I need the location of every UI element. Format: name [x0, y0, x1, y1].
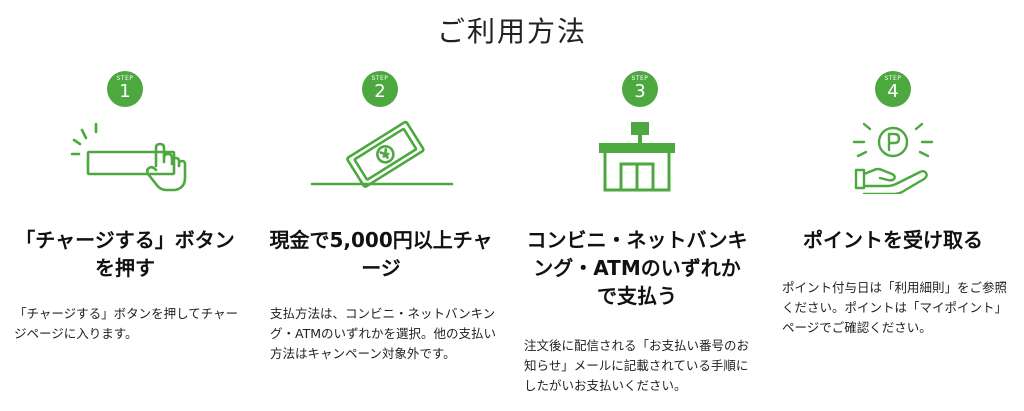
step-3-badge: STEP 3	[622, 71, 658, 107]
step-2-badge-label: STEP	[371, 75, 389, 82]
step-2-description: 支払方法は、コンビニ・ネットバンキング・ATMのいずれかを選択。他の支払い方法は…	[270, 306, 497, 361]
convenience-store-icon	[512, 118, 762, 194]
usage-steps: STEP 1 「チャージする」ボタンを押す 「チャージする」ボタンを押してチャー…	[0, 68, 1024, 411]
page-title: ご利用方法	[436, 15, 587, 48]
cash-payment-icon	[256, 118, 506, 194]
step-3-badge-label: STEP	[631, 75, 649, 82]
step-1-badge-number: 1	[119, 81, 131, 102]
step-3-badge-number: 3	[634, 81, 646, 102]
step-3-description: 注文後に配信される「お支払い番号のお知らせ」メールに記載されている手順にしたがい…	[524, 338, 750, 393]
step-4-title: ポイントを受け取る	[803, 228, 983, 252]
step-2-title: 現金で5,000円以上チャージ	[269, 228, 493, 280]
step-1-badge: STEP 1	[107, 71, 143, 107]
step-2-badge-number: 2	[374, 81, 386, 102]
step-3-title: コンビニ・ネットバンキング・ATMのいずれかで支払う	[526, 228, 748, 308]
step-2-badge: STEP 2	[362, 71, 398, 107]
step-4-badge-label: STEP	[884, 75, 902, 82]
receive-points-icon	[768, 118, 1018, 194]
step-4-description: ポイント付与日は「利用細則」をご参照ください。ポイントは「マイポイント」ページで…	[782, 280, 1008, 335]
step-4-badge: STEP 4	[875, 71, 911, 107]
step-1-badge-label: STEP	[116, 75, 134, 82]
step-1-title: 「チャージする」ボタンを押す	[15, 228, 235, 280]
step-4-badge-number: 4	[887, 81, 899, 102]
press-button-icon	[0, 118, 250, 194]
step-1-description: 「チャージする」ボタンを押してチャージページに入ります。	[14, 306, 239, 341]
